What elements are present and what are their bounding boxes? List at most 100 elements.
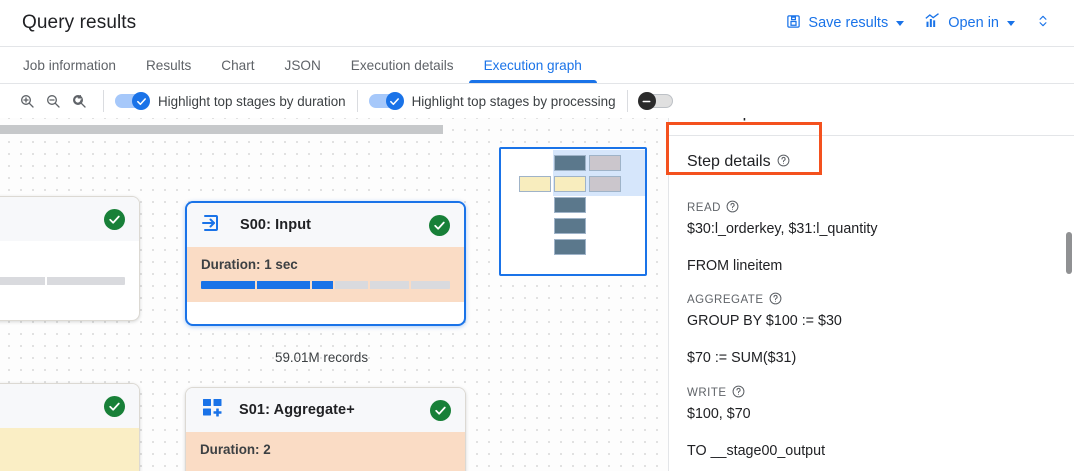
help-icon[interactable] (777, 154, 790, 167)
bar-segment (410, 281, 450, 289)
help-icon[interactable] (769, 292, 782, 308)
toggle-third[interactable] (637, 92, 673, 110)
expand-collapse-icon (1036, 11, 1050, 36)
node-body: Duration: 1 sec (187, 247, 464, 302)
node-duration-label: Duration: 1 sec (201, 257, 298, 272)
step-detail-line: GROUP BY $100 := $30 (687, 313, 842, 330)
node-header (0, 384, 139, 428)
section-label-aggregate: AGGREGATE (687, 292, 1056, 308)
section-label-read: READ (687, 200, 1056, 216)
page-vertical-scrollbar-thumb[interactable] (1066, 232, 1072, 274)
toggle-knob (637, 92, 656, 110)
tab-execution-details[interactable]: Execution details (350, 57, 454, 73)
step-details-panel: S00: Input Step details READ $30:l_order… (669, 84, 1074, 471)
tab-chart[interactable]: Chart (221, 57, 255, 73)
bar-segment (201, 281, 255, 289)
zoom-in-icon[interactable] (14, 88, 40, 114)
toggle-label-duration: Highlight top stages by duration (158, 93, 346, 109)
minimap-node (554, 197, 586, 213)
node-header: S00: Input (187, 203, 464, 247)
node-header: S01: Aggregate+ (186, 388, 465, 432)
graph-horizontal-scrollbar[interactable] (0, 125, 668, 134)
save-results-icon (786, 14, 801, 33)
expand-collapse-button[interactable] (1026, 5, 1060, 42)
open-in-label: Open in (948, 15, 999, 31)
graph-node-partial-left[interactable] (0, 196, 140, 321)
step-detail-line: $70 := SUM($31) (687, 350, 797, 367)
help-icon[interactable] (726, 200, 739, 216)
toggle-switch-third[interactable] (637, 92, 673, 110)
zoom-out-icon[interactable] (40, 88, 66, 114)
tab-json[interactable]: JSON (284, 57, 321, 73)
input-icon (201, 211, 227, 240)
header-actions: Save results Open in (777, 5, 1060, 42)
help-icon[interactable] (732, 385, 745, 401)
chart-icon (924, 13, 941, 33)
section-label-write: WRITE (687, 385, 1056, 401)
minimap-node (589, 155, 621, 171)
toolbar-divider (103, 90, 104, 112)
chevron-down-icon (896, 20, 905, 26)
toolbar-divider (356, 90, 358, 112)
section-label-text: AGGREGATE (687, 294, 764, 307)
toolbar-divider (626, 90, 628, 112)
tab-job-information[interactable]: Job information (23, 57, 116, 73)
minimap-node (554, 218, 586, 234)
page-title: Query results (22, 12, 137, 33)
status-success-icon (430, 399, 451, 421)
minimap-node (554, 155, 586, 171)
chevron-down-icon (1007, 20, 1015, 26)
toggle-highlight-processing[interactable]: Highlight top stages by processing (368, 92, 616, 110)
section-label-text: READ (687, 202, 721, 214)
graph-node-s00-input[interactable]: S00: Input Duration: 1 sec (185, 201, 466, 326)
step-detail-line: $30:l_orderkey, $31:l_quantity (687, 221, 878, 237)
step-detail-line: TO __stage00_output (687, 442, 826, 459)
section-label-text: WRITE (687, 386, 727, 399)
toggle-knob (132, 92, 150, 110)
toggle-highlight-duration[interactable]: Highlight top stages by duration (115, 92, 346, 110)
panel-divider (669, 135, 1074, 136)
page-header: Query results Save results (0, 0, 1074, 47)
node-title: S00: Input (240, 217, 312, 233)
minimap-node (554, 176, 586, 192)
node-progress-bar (201, 281, 450, 289)
minimap-node (589, 176, 621, 192)
minimap-node (554, 239, 586, 255)
toggle-switch-processing[interactable] (368, 92, 404, 110)
graph-node-s01-aggregate[interactable]: S01: Aggregate+ Duration: 2 (185, 387, 466, 471)
save-results-label: Save results (808, 15, 889, 31)
zoom-reset-icon[interactable] (66, 88, 92, 114)
toggle-switch-duration[interactable] (115, 92, 150, 110)
minimap-node (519, 176, 551, 192)
edge-label-records: 59.01M records (275, 350, 369, 365)
step-detail-line: FROM lineitem (687, 257, 783, 274)
bar-segment (312, 281, 334, 289)
execution-graph-canvas[interactable]: S00: Input Duration: 1 sec 59.01M record… (0, 118, 669, 471)
node-body: Duration: 2 (186, 432, 465, 471)
bar-segment (369, 281, 409, 289)
save-results-button[interactable]: Save results (777, 8, 913, 39)
node-body (0, 241, 139, 298)
bar-segment (335, 281, 368, 289)
tab-results[interactable]: Results (145, 57, 192, 73)
toggle-label-processing: Highlight top stages by processing (411, 93, 616, 109)
step-details-heading-row: Step details (687, 136, 1056, 184)
aggregate-icon (200, 396, 226, 425)
status-success-icon (104, 395, 125, 417)
status-success-icon (429, 214, 450, 236)
graph-minimap[interactable] (499, 147, 647, 276)
status-success-icon (104, 208, 125, 230)
open-in-button[interactable]: Open in (915, 7, 1024, 39)
tab-bar: Job information Results Chart JSON Execu… (0, 47, 1074, 84)
node-header (0, 197, 139, 241)
node-title: S01: Aggregate+ (239, 402, 355, 418)
node-duration-label: Duration: 2 (200, 442, 271, 457)
panel-body: Step details READ $30:l_orderkey, $31:l_… (669, 136, 1074, 471)
step-detail-line: $100, $70 (687, 405, 751, 422)
graph-horizontal-scrollbar-thumb[interactable] (0, 125, 443, 134)
node-body (0, 428, 139, 471)
toggle-knob (385, 92, 404, 110)
tab-execution-graph[interactable]: Execution graph (468, 47, 598, 83)
node-progress-bar (0, 277, 125, 285)
graph-node-partial-bottom-left[interactable] (0, 383, 140, 471)
